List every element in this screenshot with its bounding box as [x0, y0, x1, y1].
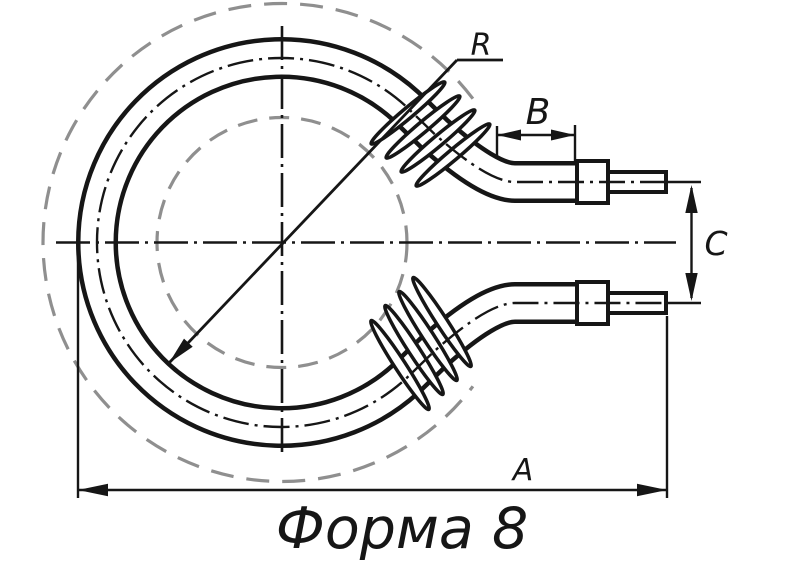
b-arrowhead-left	[497, 129, 521, 141]
a-label: A	[511, 453, 534, 488]
hatch-mark	[383, 303, 445, 397]
hatch-mark	[397, 289, 459, 383]
upper-hatch-marks	[369, 80, 492, 188]
radius-arrowhead	[169, 338, 193, 363]
outer-dashed-arc	[41, 1, 475, 484]
figure-title: Форма 8	[276, 496, 528, 562]
tube-axis-line	[95, 56, 666, 429]
hatch-mark	[414, 122, 492, 188]
c-label: C	[704, 224, 727, 263]
hatch-mark	[399, 108, 477, 174]
hatch-mark	[369, 318, 431, 412]
a-arrowhead-right	[637, 483, 667, 497]
b-label: B	[526, 92, 551, 133]
lower-hatch-marks	[369, 275, 473, 412]
c-arrowhead-top	[685, 185, 698, 213]
c-arrowhead-bottom	[685, 273, 698, 301]
dimension-c: C	[685, 185, 728, 301]
dimension-radius: R	[167, 28, 503, 364]
dimension-a: A	[76, 246, 669, 498]
radius-line	[167, 59, 459, 364]
hatch-mark	[411, 275, 473, 369]
hatch-mark	[384, 94, 462, 160]
a-arrowhead-left	[78, 483, 108, 497]
dimension-b: B	[495, 92, 577, 161]
b-arrowhead-right	[551, 129, 575, 141]
radius-label: R	[471, 28, 492, 63]
